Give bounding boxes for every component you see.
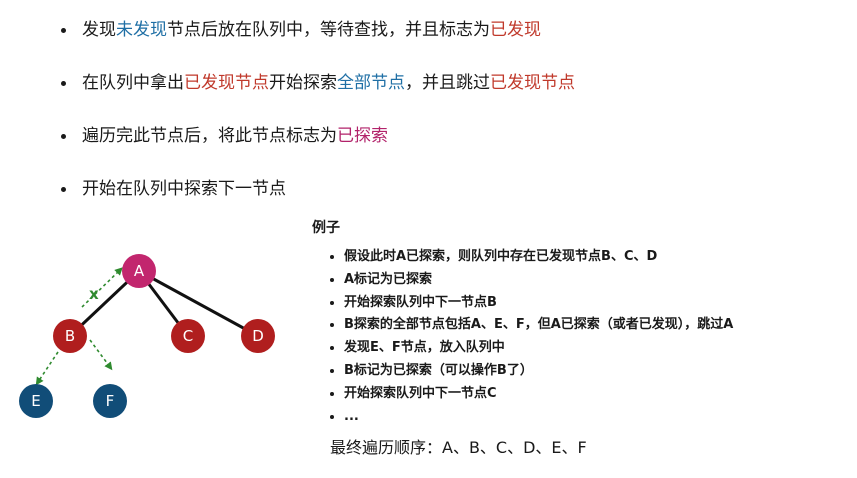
example-step: 开始探索队列中下一节点B [328, 294, 848, 317]
step-text: 发现E、F节点，放入队列中 [344, 340, 505, 356]
node-d-label: D [252, 327, 264, 345]
example-step: ... [328, 408, 848, 431]
step-text: 开始探索队列中下一节点C [344, 385, 497, 401]
highlight-discovered-node: 已发现节点 [184, 73, 269, 93]
main-bullet: 在队列中拿出已发现节点开始探索全部节点，并且跳过已发现节点 [58, 71, 818, 95]
node-c-label: C [183, 327, 193, 345]
example-step: B探索的全部节点包括A、E、F，但A已探索（或者已发现），跳过A [328, 316, 848, 339]
node-b: B [53, 319, 87, 353]
example-step-list: 假设此时A已探索，则队列中存在已发现节点B、C、D A标记为已探索 开始探索队列… [328, 248, 848, 430]
node-b-label: B [65, 327, 75, 345]
text-segment: 开始在队列中探索下一节点 [82, 179, 286, 199]
highlight-all-nodes: 全部节点 [337, 73, 405, 93]
bullet-text: 遍历完此节点后，将此节点标志为已探索 [82, 124, 388, 148]
main-bullet: 遍历完此节点后，将此节点标志为已探索 [58, 124, 818, 148]
step-text: A标记为已探索 [344, 271, 433, 287]
example-step: 发现E、F节点，放入队列中 [328, 339, 848, 362]
example-step: 开始探索队列中下一节点C [328, 385, 848, 408]
main-bullet: 开始在队列中探索下一节点 [58, 177, 818, 201]
node-f: F [93, 384, 127, 418]
main-bullet: 发现未发现节点后放在队列中，等待查找，并且标志为已发现 [58, 18, 818, 42]
highlight-undiscovered: 未发现 [116, 20, 167, 40]
final-traversal-order: 最终遍历顺序：A、B、C、D、E、F [330, 438, 587, 457]
text-segment: 在队列中拿出 [82, 73, 184, 93]
text-segment: 发现 [82, 20, 116, 40]
step-text: 开始探索队列中下一节点B [344, 294, 497, 310]
bullet-text: 发现未发现节点后放在队列中，等待查找，并且标志为已发现 [82, 18, 541, 42]
highlight-discovered: 已发现 [490, 20, 541, 40]
bullet-text: 在队列中拿出已发现节点开始探索全部节点，并且跳过已发现节点 [82, 71, 575, 95]
node-e: E [19, 384, 53, 418]
node-f-label: F [106, 392, 115, 410]
text-segment: 节点后放在队列中，等待查找，并且标志为 [167, 20, 490, 40]
bullet-text: 开始在队列中探索下一节点 [82, 177, 286, 201]
step-text: B标记为已探索（可以操作B了） [344, 362, 533, 378]
highlight-discovered-node: 已发现节点 [490, 73, 575, 93]
highlight-explored: 已探索 [337, 126, 388, 146]
explore-arrow-b-to-e [35, 351, 59, 386]
node-d: D [241, 319, 275, 353]
bfs-graph: x A B C D E F [19, 254, 275, 418]
step-text: 假设此时A已探索，则队列中存在已发现节点B、C、D [344, 249, 658, 264]
example-step: B标记为已探索（可以操作B了） [328, 362, 848, 385]
text-segment: ，并且跳过 [405, 73, 490, 93]
node-e-label: E [31, 392, 40, 410]
edge-a-d [138, 269, 259, 338]
step-text: ... [344, 408, 359, 424]
explore-arrow-b-to-a [81, 267, 123, 308]
node-a: A [122, 254, 156, 288]
skip-mark: x [89, 285, 99, 303]
example-step: 假设此时A已探索，则队列中存在已发现节点B、C、D [328, 248, 848, 271]
example-step: A标记为已探索 [328, 271, 848, 294]
text-segment: 开始探索 [269, 73, 337, 93]
main-bullet-list: 发现未发现节点后放在队列中，等待查找，并且标志为已发现 在队列中拿出已发现节点开… [58, 18, 818, 230]
step-text: B探索的全部节点包括A、E、F，但A已探索（或者已发现），跳过A [344, 317, 734, 333]
node-c: C [171, 319, 205, 353]
example-title: 例子 [312, 220, 340, 236]
node-a-label: A [134, 262, 145, 280]
explore-arrow-b-to-f [89, 339, 113, 371]
text-segment: 遍历完此节点后，将此节点标志为 [82, 126, 337, 146]
